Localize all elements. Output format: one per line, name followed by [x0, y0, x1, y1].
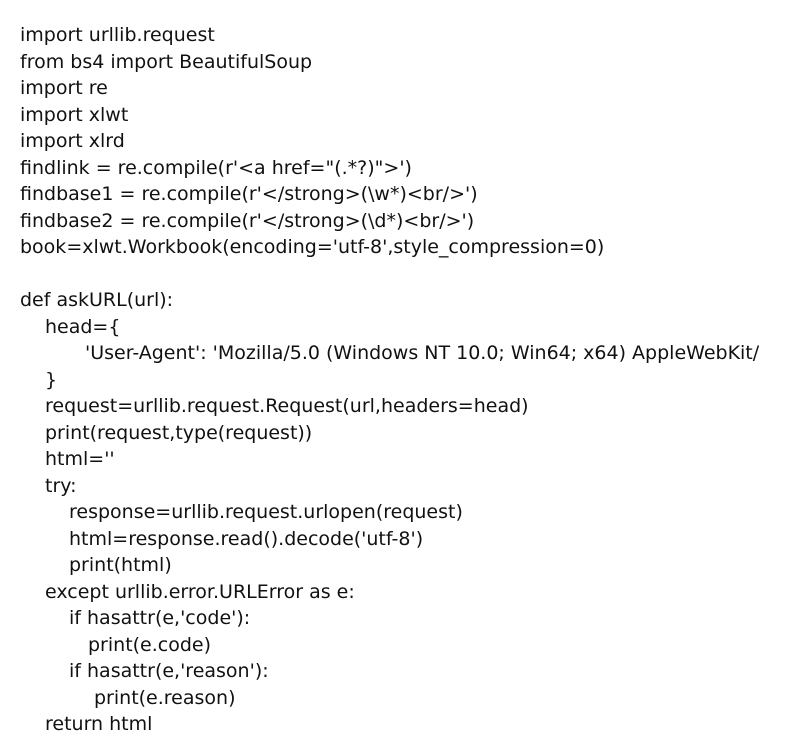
code-line: print(e.reason)	[94, 687, 236, 709]
code-line: return html	[45, 713, 153, 735]
code-line: findlink = re.compile(r'<a href="(.*?)">…	[20, 157, 412, 179]
code-line: html=response.read().decode('utf-8')	[69, 528, 424, 550]
code-line: import xlrd	[20, 130, 125, 152]
code-line: try:	[45, 475, 77, 497]
code-line: book=xlwt.Workbook(encoding='utf-8',styl…	[20, 236, 605, 258]
code-line: request=urllib.request.Request(url,heade…	[45, 395, 529, 417]
code-line: 'User-Agent': 'Mozilla/5.0 (Windows NT 1…	[85, 342, 760, 364]
code-line: import urllib.request	[20, 24, 215, 46]
code-line: head={	[45, 316, 121, 338]
code-line: if hasattr(e,'reason'):	[69, 660, 269, 682]
code-line: print(e.code)	[88, 634, 212, 656]
code-block: import urllib.request from bs4 import Bea…	[0, 22, 800, 752]
code-line: print(request,type(request))	[45, 422, 313, 444]
code-line: import xlwt	[20, 104, 129, 126]
code-line: except urllib.error.URLError as e:	[45, 581, 355, 603]
code-line: }	[45, 369, 58, 391]
code-line: def askURL(url):	[20, 289, 174, 311]
code-line: import re	[20, 77, 108, 99]
code-line: response=urllib.request.urlopen(request)	[69, 501, 463, 523]
code-line: from bs4 import BeautifulSoup	[20, 51, 313, 73]
code-line: if hasattr(e,'code'):	[69, 607, 251, 629]
code-line: print(html)	[69, 554, 172, 576]
code-line: findbase2 = re.compile(r'</strong>(\d*)<…	[20, 210, 475, 232]
code-line: html=''	[45, 448, 115, 470]
code-line: findbase1 = re.compile(r'</strong>(\w*)<…	[20, 183, 478, 205]
